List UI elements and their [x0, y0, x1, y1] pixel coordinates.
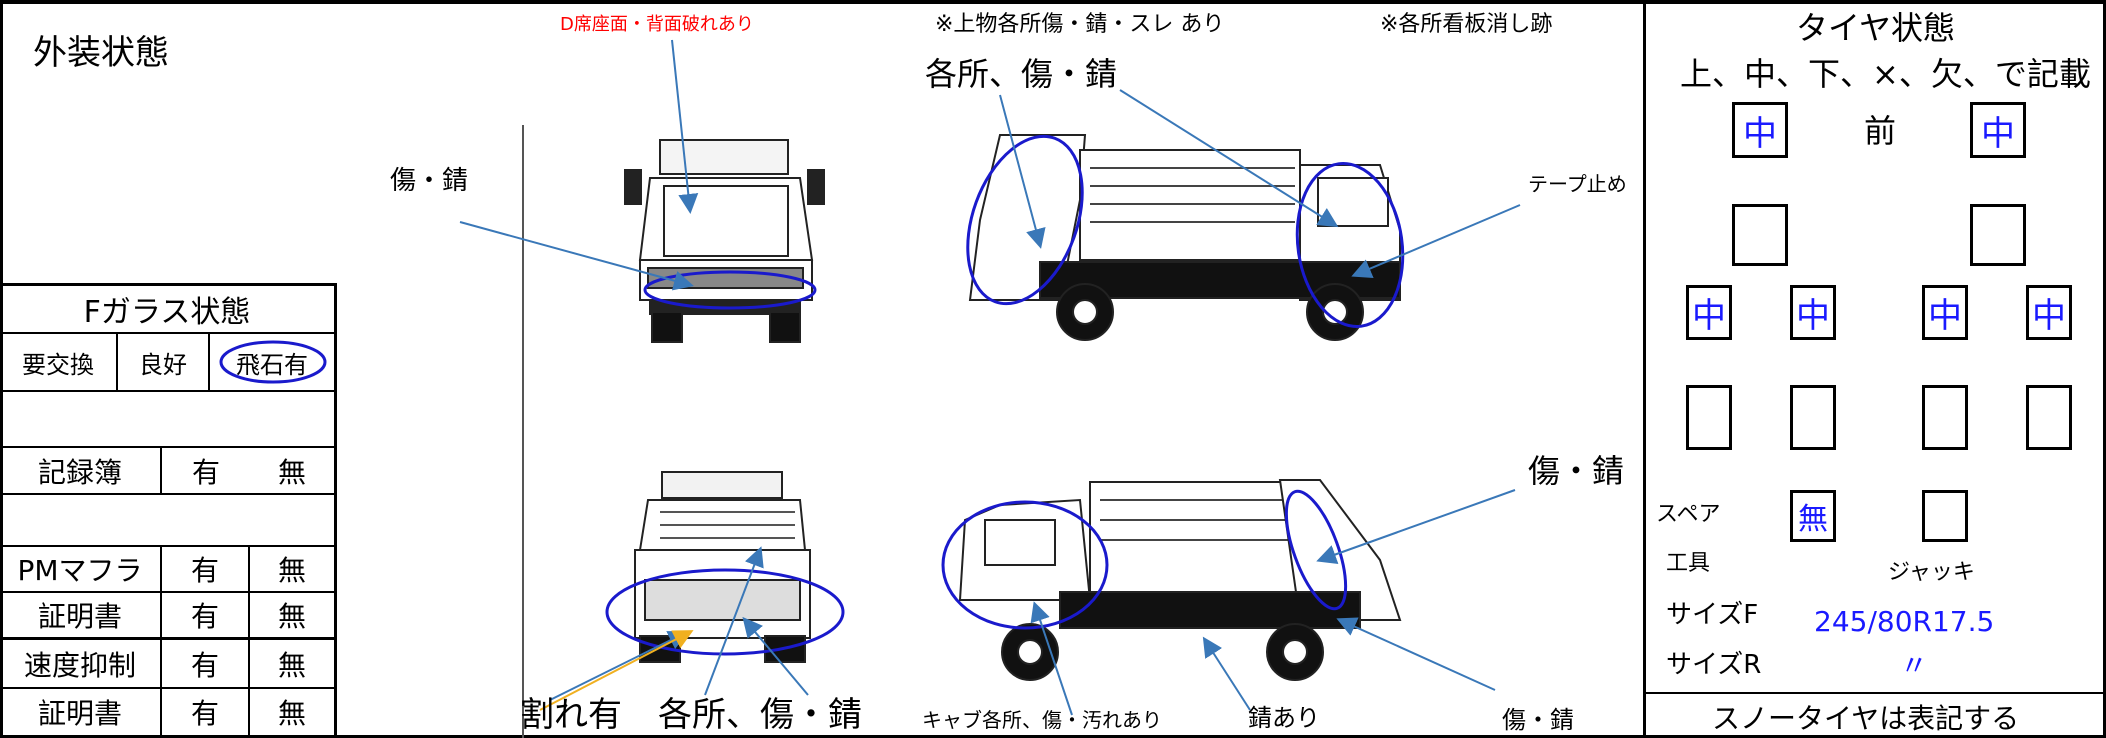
arrow-cab [1030, 601, 1073, 716]
snow-note-line [1643, 692, 2106, 694]
arrow-cracked-1 [549, 631, 689, 701]
note-side-scratch: 各所、傷・錆 [925, 55, 1118, 93]
note-bottom-scratch: 傷・錆 [1502, 706, 1574, 734]
note-seat-damage: D席座面・背面破れあり [560, 14, 754, 35]
tire-row4-1 [1686, 385, 1732, 450]
pm-cert-no: 無 [277, 600, 306, 633]
note-front-scratch: 傷・錆 [390, 166, 469, 196]
tire-legend: 上、中、下、×、欠、で記載 [1680, 55, 2091, 93]
speed-cert-label: 証明書 [0, 689, 162, 735]
arrow-tape [1351, 204, 1521, 278]
pm-muffler-label: PMマフラ [0, 547, 162, 591]
tire-front-label: 前 [1864, 112, 1897, 150]
glass-title-line [0, 332, 337, 334]
ellipse-rear-door [1284, 489, 1348, 611]
note-cab: キャブ各所、傷・汚れあり [922, 708, 1162, 732]
note-rear-various: 各所、傷・錆 [658, 695, 862, 735]
speed-limiter-no: 無 [277, 648, 306, 682]
arrow-bottom-scratch [1336, 617, 1496, 691]
glass-option-replace: 要交換 [0, 334, 118, 390]
truck-front-view [624, 139, 825, 343]
tire-spare-box: 無 [1790, 490, 1836, 542]
arrow-rear-scratch-top [1316, 489, 1516, 565]
ellipse-cab-bottom [941, 500, 1109, 630]
tire-row4-3 [1922, 385, 1968, 450]
pm-cert-label: 証明書 [0, 593, 162, 637]
note-cracked: 割れ有 [520, 695, 622, 735]
exterior-title: 外装状態 [33, 33, 169, 73]
truck-rear-view [634, 471, 811, 663]
record-book-no: 無 [277, 455, 306, 489]
tire-row3-2: 中 [1790, 285, 1836, 340]
ellipse-cab-right [1295, 161, 1405, 329]
glass-options-line [0, 390, 337, 392]
size-f-value: 245/80R17.5 [1814, 605, 1995, 638]
tire-row4-2 [1790, 385, 1836, 450]
tire-row3-4: 中 [2026, 285, 2072, 340]
tire-spare-label: スペア [1656, 502, 1721, 527]
arrow-front-scratch [459, 221, 694, 291]
size-r-value: 〃 [1900, 649, 1929, 682]
tire-row3-1: 中 [1686, 285, 1732, 340]
note-tape: テープ止め [1528, 172, 1627, 196]
tire-row2-left [1732, 204, 1788, 266]
tire-spare-extra-box [1922, 490, 1968, 542]
speed-limiter-label: 速度抑制 [0, 640, 162, 687]
note-rear-scratch: 傷・錆 [1528, 452, 1625, 490]
glass-option-good: 良好 [118, 334, 210, 390]
tire-front-left: 中 [1732, 102, 1788, 158]
arrow-side-scratch [999, 94, 1046, 249]
record-book-line [0, 493, 337, 495]
record-book-yes: 有 [191, 455, 220, 489]
truck-side-view-bottom [958, 479, 1402, 681]
size-f-label: サイズF [1666, 600, 1759, 630]
snow-note: スノータイヤは表記する [1712, 702, 2020, 735]
speed-cert-yes: 有 [162, 689, 250, 735]
speed-line [0, 687, 337, 689]
pm-muffler-yes: 有 [162, 547, 250, 591]
ellipse-body-left [966, 134, 1084, 306]
glass-option-chipped: 飛石有 [236, 350, 308, 379]
arrow-side-scratch-2 [1119, 89, 1339, 228]
tire-row2-right [1970, 204, 2026, 266]
pm-muffler-no: 無 [277, 554, 306, 587]
tire-row4-4 [2026, 385, 2072, 450]
ellipse-rear-bumper [605, 568, 845, 656]
pm-cert-line [0, 637, 337, 640]
drawing-separator [522, 125, 524, 738]
record-book-label: 記録簿 [0, 448, 162, 493]
speed-cert-no: 無 [277, 697, 306, 730]
arrow-rear-various-1 [704, 546, 764, 696]
tool-label: 工具 [1666, 551, 1711, 576]
pm-cert-yes: 有 [162, 593, 250, 637]
note-body-damage: ※上物各所傷・錆・スレ あり [935, 12, 1225, 37]
note-sign-trace: ※各所看板消し跡 [1380, 12, 1553, 37]
arrow-rust [1202, 636, 1251, 711]
tire-title: タイヤ状態 [1796, 9, 1956, 47]
pm-line [0, 591, 337, 593]
note-rust: 錆あり [1248, 704, 1320, 732]
divider-right-panel [1643, 0, 1646, 738]
arrow-rear-various-2 [742, 616, 809, 696]
divider-left-panel [334, 283, 337, 738]
arrow-seat [671, 39, 699, 214]
record-blank-line [0, 545, 337, 547]
glass-title: Fガラス状態 [83, 295, 251, 330]
ellipse-glass-chipped [219, 340, 327, 384]
arrow-cracked-orange [539, 630, 694, 711]
tire-row3-3: 中 [1922, 285, 1968, 340]
glass-table-top [0, 283, 337, 286]
ellipse-front-bumper [643, 270, 817, 310]
tire-front-right: 中 [1970, 102, 2026, 158]
size-r-label: サイズR [1666, 650, 1762, 680]
jack-label: ジャッキ [1888, 560, 1975, 585]
glass-blank-line [0, 446, 337, 448]
speed-limiter-yes: 有 [162, 640, 250, 687]
